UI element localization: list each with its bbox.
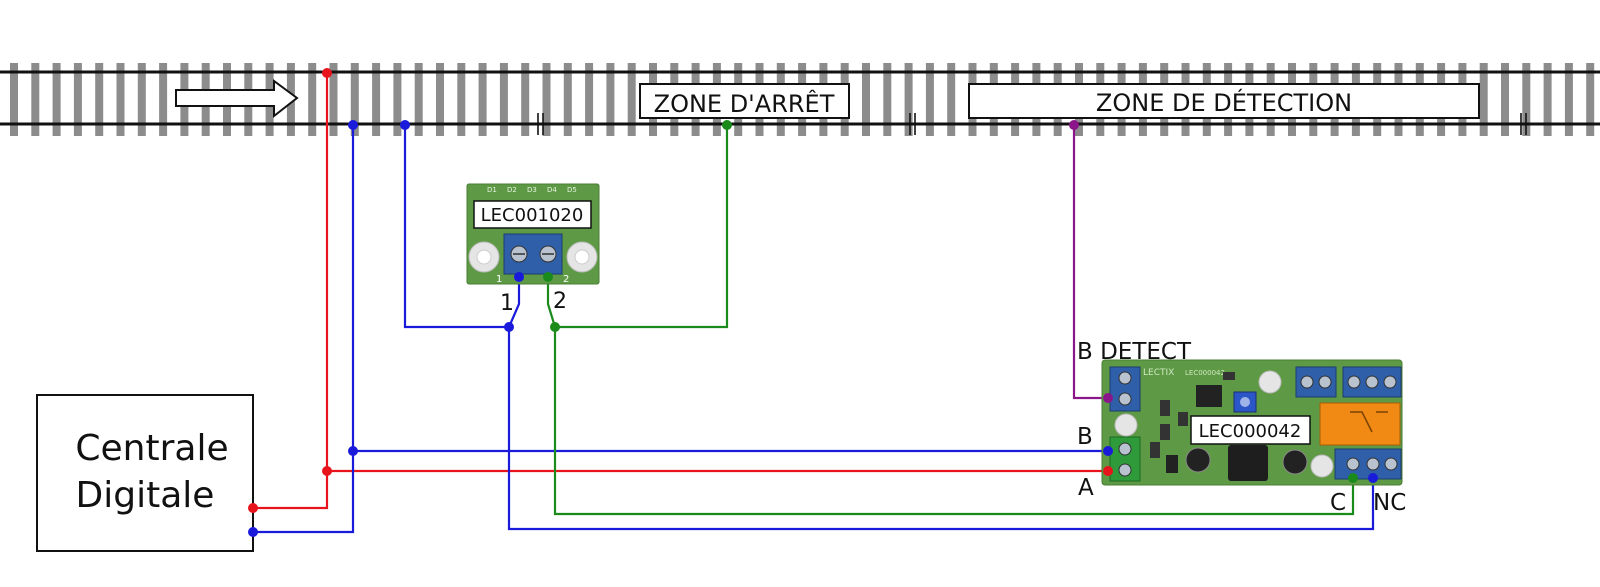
central-digitale: Centrale Digitale [36, 394, 254, 552]
sleeper [904, 63, 913, 136]
insulating-joint [537, 113, 544, 135]
silk-d2: D2 [507, 186, 517, 194]
junction-dot [322, 68, 332, 78]
module-brand: LECTIX [1143, 368, 1174, 378]
sleeper [436, 63, 444, 136]
zone-arret-text: ZONE D'ARRÊT [654, 89, 835, 118]
silk-d3: D3 [527, 186, 537, 194]
wire-green-module1 [546, 277, 557, 328]
label-a: A [1078, 475, 1094, 501]
sleeper [116, 63, 125, 136]
module-lec000042: LECTIX LEC000042 [1101, 359, 1403, 486]
central-label-line2: Digitale [76, 475, 215, 516]
central-label-line1: Centrale [75, 428, 228, 469]
sleeper [883, 63, 892, 136]
sleeper [350, 63, 359, 136]
sleeper [393, 63, 402, 136]
junction-dot [1103, 446, 1113, 456]
module-silk-ref: LEC000042 [1185, 369, 1225, 377]
sleeper [95, 63, 104, 136]
sleeper [1522, 63, 1531, 136]
junction-dot [514, 272, 524, 282]
junction-dot [550, 322, 560, 332]
sleeper [52, 63, 61, 136]
module-lec001020: D1 D2 D3 D4 D5 LEC001020 1 2 [466, 183, 600, 285]
wire-blue-nc [507, 327, 1375, 531]
sleeper [372, 63, 381, 136]
sleeper [499, 63, 508, 136]
junction-dot [400, 120, 410, 130]
junction-dot [1368, 473, 1378, 483]
sleeper [925, 63, 934, 136]
junction-dot [348, 120, 358, 130]
junction-dot [1103, 466, 1113, 476]
wire-purple-detect [1072, 125, 1108, 400]
sleeper [329, 63, 338, 136]
sleeper [563, 63, 572, 136]
wire-red-rail [253, 73, 329, 510]
sleeper [31, 63, 40, 136]
silk-pin2: 2 [563, 274, 569, 285]
silk-d4: D4 [547, 186, 557, 194]
sleeper [308, 63, 317, 136]
sleeper [1543, 63, 1552, 136]
label-b: B [1077, 424, 1093, 450]
wire-blue-rail [253, 125, 355, 534]
junction-dot [1069, 120, 1079, 130]
junction-dot [1348, 473, 1358, 483]
insulating-joint [1520, 113, 1527, 135]
label-nc: NC [1373, 490, 1406, 516]
label-c: C [1330, 490, 1346, 516]
relay [1319, 402, 1401, 446]
sleeper [862, 63, 870, 136]
sleeper [73, 63, 82, 136]
zone-detection-text: ZONE DE DÉTECTION [1096, 88, 1352, 117]
label-b-detect: B DETECT [1077, 339, 1192, 365]
wire-green-zone [555, 125, 729, 329]
sleeper [159, 63, 168, 136]
sleeper [10, 63, 18, 136]
direction-arrow-icon [175, 79, 299, 119]
sleeper [542, 63, 551, 136]
connection-dots [248, 68, 1378, 537]
junction-dot [248, 503, 258, 513]
sleeper [478, 63, 487, 136]
junction-dot [543, 272, 553, 282]
zone-arret-label: ZONE D'ARRÊT [639, 83, 850, 119]
pin-2-label: 2 [553, 289, 567, 314]
junction-dot [348, 446, 358, 456]
wire-blue-module1 [507, 277, 521, 328]
sleeper [1564, 63, 1573, 136]
module-lec001020-ref: LEC001020 [481, 205, 584, 226]
junction-dot [322, 466, 332, 476]
zone-detection-label: ZONE DE DÉTECTION [968, 83, 1480, 119]
sleeper [457, 63, 466, 136]
silk-d5: D5 [567, 186, 577, 194]
sleeper [1479, 63, 1488, 136]
sleeper [627, 63, 636, 136]
sleeper [947, 63, 956, 136]
wire-blue-pin1 [403, 125, 509, 329]
sleeper [137, 63, 146, 136]
silk-pin1: 1 [496, 274, 502, 285]
sleeper [1501, 63, 1509, 136]
wire-green-c [553, 327, 1355, 516]
module-lec000042-ref: LEC000042 [1199, 421, 1302, 442]
sleeper [606, 63, 615, 136]
sleeper [414, 63, 423, 136]
sleeper [1586, 63, 1595, 136]
sleeper [521, 63, 530, 136]
silk-d1: D1 [487, 186, 497, 194]
junction-dot [248, 527, 258, 537]
sleeper [585, 63, 594, 136]
insulating-joint [909, 113, 916, 135]
junction-dot [504, 322, 514, 332]
pin-1-label: 1 [500, 291, 514, 316]
junction-dot [722, 120, 732, 130]
junction-dot [1103, 393, 1113, 403]
